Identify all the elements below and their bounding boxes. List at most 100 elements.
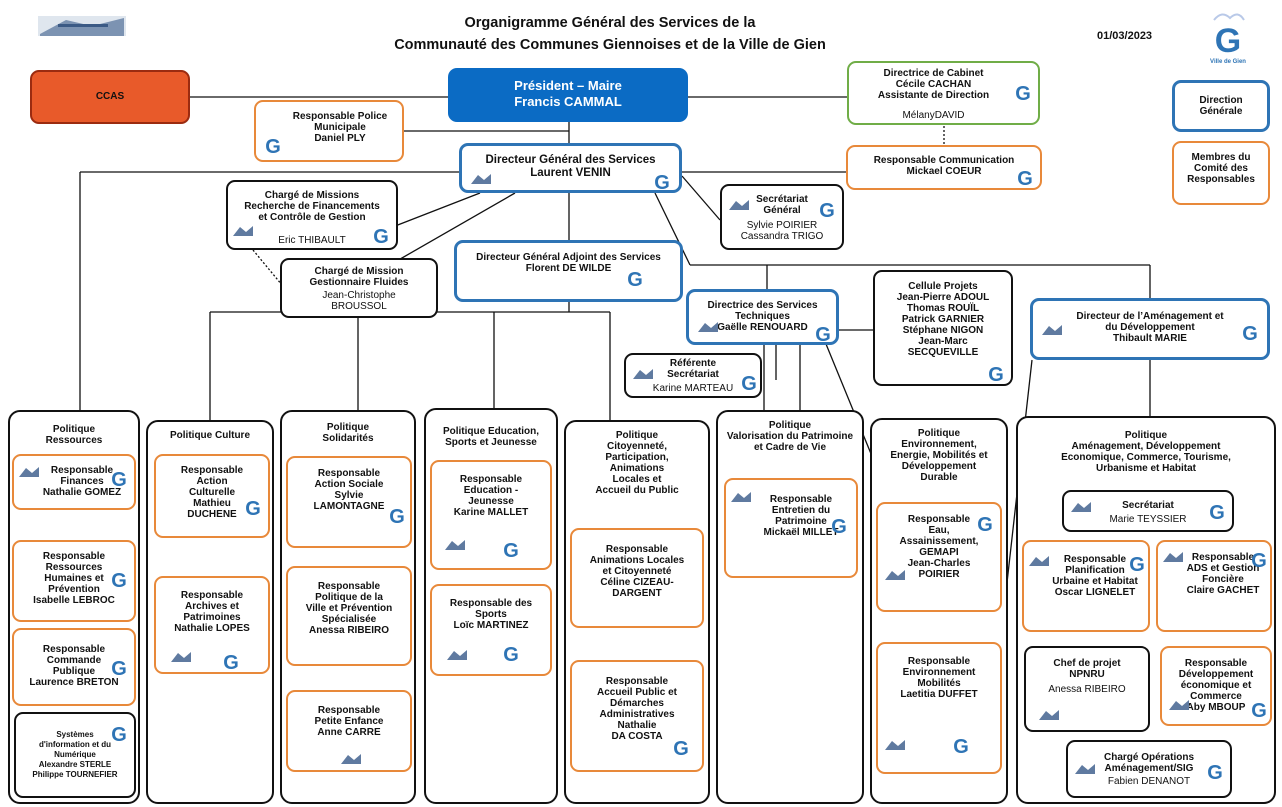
politique-ville-box[interactable]: Responsable Politique de la Ville et Pré… (286, 566, 412, 666)
svg-text:G: G (819, 200, 835, 220)
education-jeunesse-box[interactable]: Responsable Education - Jeunesse Karine … (430, 460, 552, 570)
title-line-2: Communauté des Communes Giennoises et de… (394, 37, 826, 53)
column-education-title: Politique Education, Sports et Jeunesse (442, 426, 540, 448)
dgas-box[interactable]: Directeur Général Adjoint des Services F… (454, 240, 683, 302)
legend-membres-label: Membres du Comité des Responsables (1187, 152, 1255, 185)
npnru-box[interactable]: Chef de projet NPNRU Anessa RIBEIRO (1024, 646, 1150, 732)
ccas-box[interactable]: CCAS (30, 70, 190, 124)
action-culturelle-label: Responsable Action Culturelle Mathieu DU… (180, 465, 244, 520)
cellule-projets-box[interactable]: Cellule Projets Jean-Pierre ADOUL Thomas… (873, 270, 1013, 386)
ccg-logo-icon (698, 322, 718, 332)
svg-text:G: G (389, 506, 405, 526)
systemes-box[interactable]: Systèmes d'information et du Numérique A… (14, 712, 136, 798)
cabinet-box[interactable]: Directrice de Cabinet Cécile CACHAN Assi… (847, 61, 1040, 125)
president-box[interactable]: Président – Maire Francis CAMMAL (448, 68, 688, 122)
gien-g-logo-icon: G (111, 724, 127, 744)
eco-box[interactable]: Responsable Développement économique et … (1160, 646, 1272, 726)
svg-text:G: G (111, 570, 127, 590)
svg-text:G: G (953, 736, 969, 756)
column-patrimoine-title: Politique Valorisation du Patrimoine et … (726, 420, 854, 453)
eau-box[interactable]: Responsable Eau, Assainissement, GEMAPI … (876, 502, 1002, 612)
secretariat-amenagement-box[interactable]: Secrétariat Marie TEYSSIER G (1062, 490, 1234, 532)
mobilites-box[interactable]: Responsable Environnement Mobilités Laet… (876, 642, 1002, 774)
finances-label: Responsable Finances Nathalie GOMEZ (42, 465, 122, 498)
ccg-logo-icon (1029, 556, 1049, 566)
column-amenagement-title: Politique Aménagement, Développement Eco… (1061, 430, 1231, 474)
npnru-name: Anessa RIBEIRO (1048, 684, 1126, 695)
dst-label: Directrice des Services Techniques Gaëll… (707, 300, 818, 333)
sports-box[interactable]: Responsable des Sports Loïc MARTINEZ G (430, 584, 552, 676)
fluides-box[interactable]: Chargé de Mission Gestionnaire Fluides J… (280, 258, 438, 318)
svg-text:G: G (1015, 83, 1031, 103)
svg-text:G: G (1242, 323, 1258, 343)
gien-g-logo-icon: G (741, 373, 757, 393)
fluides-title: Chargé de Mission Gestionnaire Fluides (309, 266, 409, 288)
gien-g-logo-icon: G (627, 269, 643, 289)
svg-text:G: G (1251, 700, 1267, 720)
gien-g-logo-icon: G (815, 324, 831, 342)
archives-box[interactable]: Responsable Archives et Patrimoines Nath… (154, 576, 270, 674)
referente-box[interactable]: Référente Secrétariat Karine MARTEAU G (624, 353, 762, 398)
ccg-logo-icon (19, 467, 39, 477)
amenagement-direction-box[interactable]: Directeur de l’Aménagement et du Dévelop… (1030, 298, 1270, 360)
missions-box[interactable]: Chargé de Missions Recherche de Financem… (226, 180, 398, 250)
politique-ville-label: Responsable Politique de la Ville et Pré… (305, 581, 393, 636)
svg-text:G: G (988, 364, 1004, 384)
action-culturelle-box[interactable]: Responsable Action Culturelle Mathieu DU… (154, 454, 270, 538)
commande-box[interactable]: Responsable Commande Publique Laurence B… (12, 628, 136, 706)
secretariat-general-box[interactable]: Secrétariat Général Sylvie POIRIER Cassa… (720, 184, 844, 250)
svg-text:G: G (627, 269, 643, 289)
title-line-1: Organigramme Général des Services de la (464, 15, 756, 31)
eco-label: Responsable Développement économique et … (1178, 658, 1254, 713)
ccg-logo-icon (1071, 502, 1091, 512)
action-sociale-box[interactable]: Responsable Action Sociale Sylvie LAMONT… (286, 456, 412, 548)
entretien-box[interactable]: Responsable Entretien du Patrimoine Mick… (724, 478, 858, 578)
planification-box[interactable]: Responsable Planification Urbaine et Hab… (1022, 540, 1150, 632)
dgs-box[interactable]: Directeur Général des Services Laurent V… (459, 143, 682, 193)
ccg-logo-icon (1042, 325, 1062, 335)
sports-label: Responsable des Sports Loïc MARTINEZ (449, 598, 533, 631)
ccg-logo-icon (38, 16, 126, 36)
ccg-logo-icon (1075, 764, 1095, 774)
gien-g-logo-icon: G (389, 506, 405, 526)
column-solidarites-title: Politique Solidarités (322, 422, 374, 444)
accueil-box[interactable]: Responsable Accueil Public et Démarches … (570, 660, 704, 772)
gien-g-logo-icon: G (654, 172, 670, 190)
sig-title: Chargé Opérations Aménagement/SIG (1103, 752, 1195, 774)
ads-box[interactable]: Responsable ADS et Gestion Foncière Clai… (1156, 540, 1272, 632)
dst-box[interactable]: Directrice des Services Techniques Gaëll… (686, 289, 839, 345)
ccg-logo-icon (341, 754, 361, 764)
gien-g-logo-icon: G (503, 644, 519, 664)
ccg-logo-icon (1163, 552, 1183, 562)
sig-box[interactable]: Chargé Opérations Aménagement/SIG Fabien… (1066, 740, 1232, 798)
gien-g-logo-icon: G (1015, 83, 1031, 103)
gien-g-logo-icon: G (1017, 168, 1033, 188)
commande-label: Responsable Commande Publique Laurence B… (29, 644, 119, 688)
referente-name: Karine MARTEAU (652, 383, 734, 394)
animations-label: Responsable Animations Locales et Citoye… (589, 544, 685, 599)
svg-text:G: G (245, 498, 261, 518)
petite-enfance-label: Responsable Petite Enfance Anne CARRE (314, 705, 384, 738)
police-box[interactable]: Responsable Police Municipale Daniel PLY… (254, 100, 404, 162)
ccg-logo-icon (1039, 710, 1059, 720)
gien-g-logo-icon: G (503, 540, 519, 560)
finances-box[interactable]: Responsable Finances Nathalie GOMEZ G (12, 454, 136, 510)
cellule-projets-label: Cellule Projets Jean-Pierre ADOUL Thomas… (896, 281, 990, 358)
secretariat-general-title: Secrétariat Général (756, 194, 808, 216)
ccg-logo-icon (885, 740, 905, 750)
legend-direction-box: Direction Générale (1172, 80, 1270, 132)
rh-box[interactable]: Responsable Ressources Humaines et Préve… (12, 540, 136, 622)
ccg-logo-icon (729, 200, 749, 210)
entretien-label: Responsable Entretien du Patrimoine Mick… (763, 494, 839, 538)
missions-title: Chargé de Missions Recherche de Financem… (244, 190, 380, 223)
police-label: Responsable Police Municipale Daniel PLY (292, 111, 388, 144)
rh-label: Responsable Ressources Humaines et Préve… (33, 551, 115, 606)
animations-box[interactable]: Responsable Animations Locales et Citoye… (570, 528, 704, 628)
gien-g-logo-icon: G (1209, 502, 1225, 522)
missions-name: Eric THIBAULT (278, 235, 346, 246)
petite-enfance-box[interactable]: Responsable Petite Enfance Anne CARRE (286, 690, 412, 772)
communication-box[interactable]: Responsable Communication Mickael COEUR … (846, 145, 1042, 190)
npnru-title: Chef de projet NPNRU (1053, 658, 1121, 680)
gien-g-logo-icon: G (373, 226, 389, 246)
gien-g-logo-icon: G (111, 658, 127, 678)
